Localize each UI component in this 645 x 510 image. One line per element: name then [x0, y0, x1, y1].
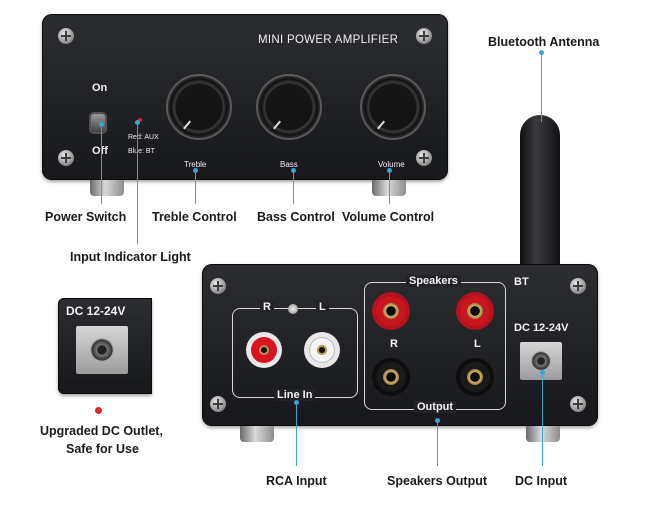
callout-bluetooth-antenna: Bluetooth Antenna	[488, 35, 600, 49]
callout-line-speakers	[435, 418, 440, 466]
speakers-label: Speakers	[406, 275, 461, 287]
speakers-r-label: R	[390, 338, 398, 350]
callout-dc-input: DC Input	[515, 474, 568, 488]
screw	[416, 150, 432, 166]
callout-treble-control: Treble Control	[152, 210, 237, 224]
line-in-l-label: L	[316, 301, 329, 313]
callout-line-indicator	[135, 120, 140, 244]
callout-upgraded-dc-line2: Safe for Use	[66, 442, 139, 456]
callout-upgraded-dc-line1: Upgraded DC Outlet,	[40, 424, 163, 438]
ground-screw	[288, 304, 298, 314]
callout-line-treble	[193, 168, 198, 204]
rca-jack-right[interactable]	[246, 332, 282, 368]
bass-label: Bass	[280, 160, 298, 169]
rca-jack-left[interactable]	[304, 332, 340, 368]
speaker-post-red-left[interactable]	[456, 292, 494, 330]
bluetooth-antenna	[520, 115, 560, 287]
detail-dc-jack	[76, 326, 128, 374]
line-in-r-label: R	[260, 301, 274, 313]
rear-foot-right	[526, 426, 560, 442]
treble-label: Treble	[184, 160, 207, 169]
rear-foot-left	[240, 426, 274, 442]
callout-line-power	[99, 122, 104, 204]
screw	[570, 278, 586, 294]
screw	[570, 396, 586, 412]
callout-line-antenna	[539, 50, 544, 122]
bass-knob[interactable]	[258, 76, 320, 138]
speakers-l-label: L	[474, 338, 481, 350]
amplifier-title: MINI POWER AMPLIFIER	[258, 34, 399, 46]
line-in-label: Line In	[274, 389, 316, 401]
rear-dc-label: DC 12-24V	[514, 322, 569, 334]
callout-volume-control: Volume Control	[342, 210, 435, 224]
front-panel: MINI POWER AMPLIFIER On Off Red: AUX Blu…	[42, 14, 448, 180]
detail-red-dot	[95, 407, 102, 414]
bt-label: BT	[514, 276, 529, 288]
screw	[210, 396, 226, 412]
callout-line-rca	[294, 400, 299, 466]
screw	[58, 28, 74, 44]
callout-power-switch: Power Switch	[45, 210, 127, 224]
indicator-red-label: Red: AUX	[128, 134, 159, 141]
speaker-post-red-right[interactable]	[372, 292, 410, 330]
callout-input-indicator: Input Indicator Light	[70, 250, 191, 264]
callout-speakers-output: Speakers Output	[387, 474, 488, 488]
callout-rca-input: RCA Input	[266, 474, 327, 488]
screw	[210, 278, 226, 294]
indicator-blue-label: Blue: BT	[128, 148, 155, 155]
dc-detail-panel: DC 12-24V	[58, 298, 152, 394]
volume-knob[interactable]	[362, 76, 424, 138]
detail-dc-label: DC 12-24V	[66, 304, 126, 318]
speaker-post-black-right[interactable]	[372, 358, 410, 396]
switch-on-label: On	[92, 82, 108, 94]
switch-off-label: Off	[92, 145, 108, 157]
speaker-post-black-left[interactable]	[456, 358, 494, 396]
dc-input-jack[interactable]	[520, 342, 562, 380]
callout-line-volume	[387, 168, 392, 204]
screw	[416, 28, 432, 44]
screw	[58, 150, 74, 166]
rear-panel: R L Line In Speakers Output R L BT DC 12…	[202, 264, 598, 426]
callout-bass-control: Bass Control	[257, 210, 335, 224]
output-label: Output	[414, 401, 457, 413]
callout-line-dc	[540, 370, 545, 466]
input-indicator-led	[138, 118, 142, 122]
treble-knob[interactable]	[168, 76, 230, 138]
callout-line-bass	[291, 168, 296, 204]
front-foot-left	[90, 180, 124, 196]
volume-label: Volume	[378, 160, 405, 169]
